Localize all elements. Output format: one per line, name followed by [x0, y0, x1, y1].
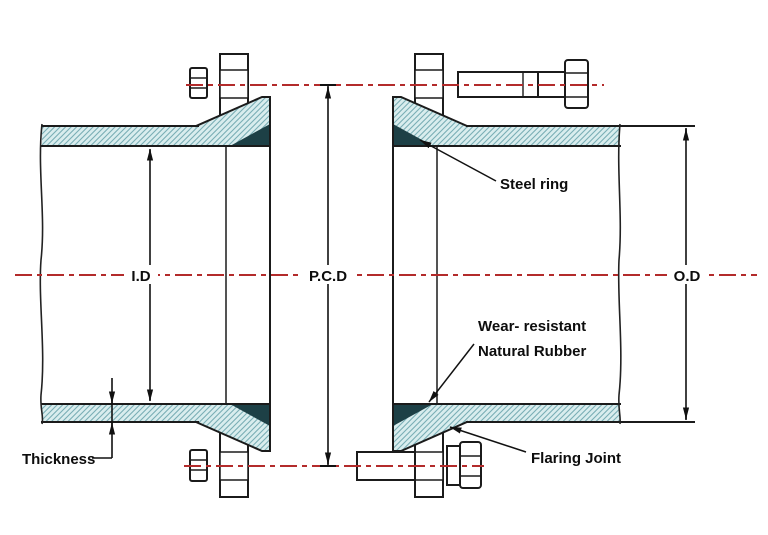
flaring-joint-leader — [449, 426, 527, 453]
right-break-line — [617, 123, 622, 425]
pcd-label-bg — [302, 265, 354, 284]
right-top-rubber-flare — [393, 97, 467, 146]
id-label-bg — [124, 265, 158, 284]
left-top-steel-ring — [230, 124, 270, 146]
id-label: I.D — [131, 268, 150, 285]
right-top-wall — [441, 126, 620, 146]
bottom-left-nut-facets — [190, 459, 207, 471]
bottom-bolt-head-facets — [460, 455, 481, 477]
od-label: O.D — [674, 268, 701, 285]
labels: I.D P.C.D O.D Steel ring Wear- resistant… — [22, 176, 706, 468]
top-bolt-head-facets — [565, 72, 588, 98]
wear-resistant-label-line2: Natural Rubber — [478, 343, 587, 360]
right-pipe-section — [392, 53, 695, 498]
flaring-joint-label: Flaring Joint — [531, 450, 621, 467]
wear-resistant-label-line1: Wear- resistant — [478, 318, 586, 335]
thickness-label: Thickness — [22, 451, 95, 468]
right-bottom-steel-ring — [393, 404, 433, 426]
steel-ring-label: Steel ring — [500, 176, 568, 193]
left-top-rubber-flare — [196, 97, 270, 146]
steel-ring-leader — [419, 139, 497, 182]
pcd-label: P.C.D — [309, 268, 347, 285]
right-bottom-wall — [441, 404, 620, 422]
od-label-bg — [667, 265, 706, 284]
left-bottom-flare-edge — [194, 420, 271, 452]
left-top-flare-edge — [194, 96, 271, 128]
left-bottom-steel-ring — [230, 404, 270, 426]
left-break-line — [39, 123, 44, 425]
right-top-flare-edge — [392, 96, 469, 128]
rubber-leader — [428, 343, 475, 403]
top-left-nut-facets — [190, 77, 207, 89]
top-left-nut — [189, 67, 208, 99]
left-bottom-wall — [42, 404, 222, 422]
left-top-wall — [42, 126, 222, 146]
